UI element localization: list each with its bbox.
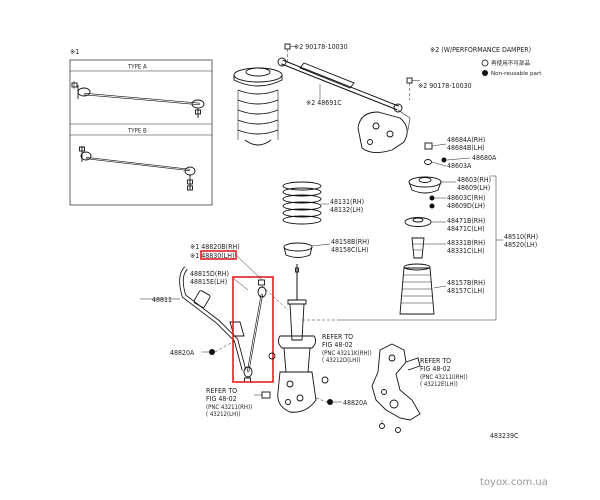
label-48331C: 48331C(LH)	[447, 247, 485, 255]
ref2-title: REFER TO	[206, 387, 237, 395]
label-48520: 48520(LH)	[504, 241, 537, 249]
label-90178-top: ※2 90178-10030	[294, 43, 348, 51]
label-48157C: 48157C(LH)	[447, 287, 485, 295]
bearing-48603C	[429, 195, 446, 209]
label-48820A-left: 48820A	[170, 349, 195, 357]
group-bracket-48510	[490, 175, 503, 321]
spring-insulator-48158	[283, 242, 331, 258]
steering-knuckle	[371, 343, 421, 433]
leader-48815	[232, 277, 249, 291]
ref1-pnc2: ( 43212D(LH))	[322, 357, 361, 364]
legend-nonreuse: Non-reusable part	[491, 71, 542, 77]
label-48131: 48131(RH)	[330, 198, 364, 206]
stabilizer-link-type-a	[71, 81, 205, 118]
label-90178-right: ※2 90178-10030	[418, 82, 472, 90]
shock-absorber	[277, 264, 317, 413]
nut-48680A	[441, 157, 471, 163]
label-48815E: 48815E(LH)	[190, 278, 227, 286]
lower-bolt	[254, 391, 271, 399]
small-bolt-shock	[268, 352, 329, 384]
coil-spring-48131	[282, 181, 329, 225]
bolt-90178-right	[406, 77, 420, 100]
ref3-fig: FIG 48-02	[420, 365, 451, 373]
nonreuse-symbol-icon	[482, 70, 488, 76]
label-48680A: 48680A	[472, 154, 497, 162]
label-48684B: 48684B(LH)	[447, 144, 485, 152]
label-48510: 48510(RH)	[504, 233, 538, 241]
label-48471B: 48471B(RH)	[447, 217, 485, 225]
ref2-fig: FIG 48-02	[206, 395, 237, 403]
reuse-symbol-icon	[481, 59, 489, 67]
ref1-title: REFER TO	[322, 333, 353, 341]
label-48820B: ※1 48820B(RH)	[190, 243, 240, 251]
ref3-pnc2: ( 43212E(LH))	[420, 381, 458, 388]
label-48820A-bottom: 48820A	[343, 399, 368, 407]
label-48471C: 48471C(LH)	[447, 225, 485, 233]
note-performance-damper: ※2 (W/PERFORMANCE DAMPER)	[430, 46, 531, 54]
ref3-pnc: (PNC 43211I(RH))	[420, 374, 468, 381]
label-48132: 48132(LH)	[330, 206, 363, 214]
note-type1: ※1	[70, 48, 79, 56]
ref1-fig: FIG 48-02	[322, 341, 353, 349]
performance-damper-48691C	[277, 57, 403, 113]
support-48603	[408, 176, 456, 194]
label-48815D: 48815D(RH)	[190, 270, 229, 278]
nut-48820A-left	[202, 339, 237, 355]
highlight-box-link	[232, 276, 274, 383]
label-48609D: 48609D(LH)	[447, 202, 485, 210]
upper-strut-mount-assembly	[233, 67, 283, 146]
label-48811: 48811	[152, 296, 172, 304]
label-48691C: ※2 48691C	[306, 99, 342, 107]
type-b-label: TYPE B	[127, 128, 147, 135]
ref1-pnc: (PNC 43211K(RH))	[322, 350, 372, 357]
stabilizer-link-type-b	[79, 146, 196, 191]
label-48830: ※1 48830(LH)	[190, 252, 234, 260]
type-a-label: TYPE A	[127, 64, 147, 71]
ref2-pnc2: ( 43212(LH))	[206, 411, 240, 418]
stabilizer-link-48820B	[243, 279, 289, 383]
cap-48603A	[424, 159, 447, 167]
leader-48830	[235, 254, 263, 281]
nut-48820A-bottom	[315, 397, 342, 405]
bumper-48331	[411, 237, 446, 259]
nut-48684	[424, 142, 447, 150]
boot-48157	[399, 263, 447, 315]
watermark-text: toyox.com.ua	[480, 477, 548, 488]
label-48157B: 48157B(RH)	[447, 279, 485, 287]
label-48158B: 48158B(RH)	[331, 238, 369, 246]
label-48603A: 48603A	[447, 162, 472, 170]
diagram-id: 483239C	[490, 432, 519, 440]
label-48684A: 48684A(RH)	[447, 136, 485, 144]
label-48609: 48609(LH)	[457, 184, 490, 192]
upper-body-bracket	[357, 109, 411, 153]
inset-box	[69, 59, 213, 206]
label-48331B: 48331B(RH)	[447, 239, 485, 247]
bolt-90178-top	[284, 43, 296, 62]
label-48603C: 48603C(RH)	[447, 194, 485, 202]
ref3-title: REFER TO	[420, 357, 451, 365]
label-48603: 48603(RH)	[457, 176, 491, 184]
ref2-pnc: (PNC 43211(RH))	[206, 404, 252, 411]
legend-reuse: 再使用不可部品	[491, 59, 531, 67]
insulator-48471	[404, 217, 446, 227]
label-48158C: 48158C(LH)	[331, 246, 369, 254]
